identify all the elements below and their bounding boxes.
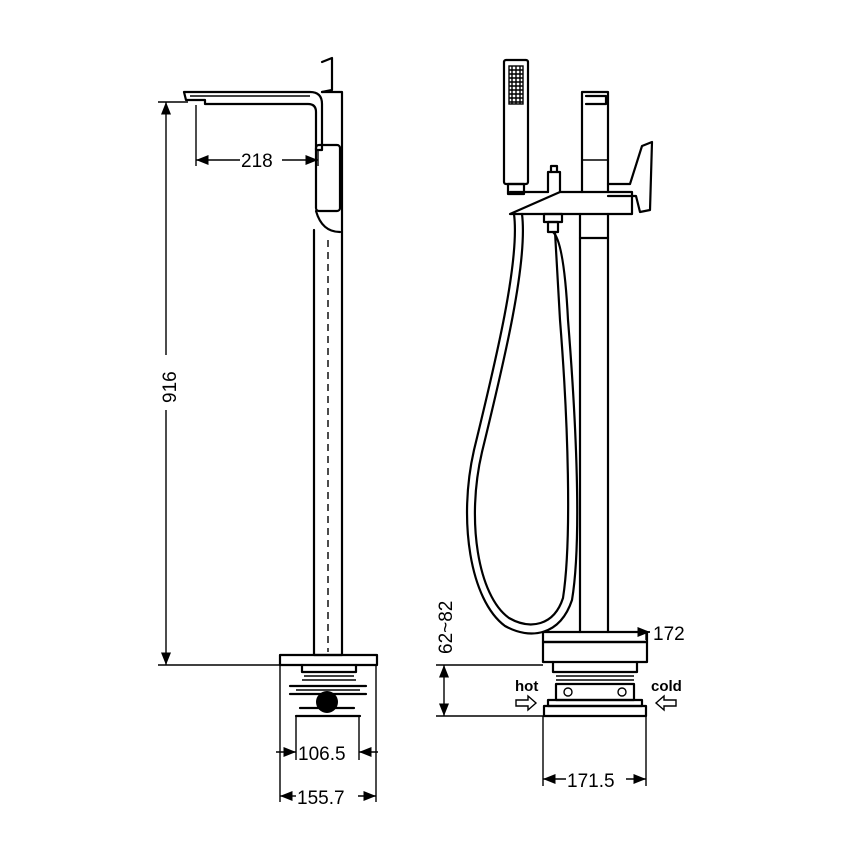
side-view: 218 916 106.5 155.7 (158, 56, 379, 809)
dim-base-outer-width: 155.7 (297, 788, 345, 809)
dim-front-base-width: 171.5 (567, 771, 615, 792)
shower-hose (465, 212, 579, 635)
dim-front-plate-width: 172 (653, 624, 685, 645)
base-plate (278, 653, 379, 667)
dim-base-height-range: 62~82 (436, 601, 457, 654)
mixer-lever (606, 140, 654, 214)
lever-handle (320, 56, 334, 94)
water-inlet (316, 691, 338, 713)
hot-label: hot (515, 678, 538, 695)
dim-total-height: 916 (160, 371, 181, 403)
arrow-right-icon (515, 694, 538, 712)
dim-base-inner-width: 106.5 (298, 744, 346, 765)
front-base-plate (541, 630, 649, 644)
cold-label: cold (651, 678, 682, 695)
spout-front (580, 90, 610, 194)
front-column (578, 212, 610, 240)
arrow-left-icon (654, 694, 677, 712)
front-view: hot cold 172 62~82 171.5 (436, 58, 685, 792)
dim-spout-reach: 218 (241, 151, 273, 172)
spout (182, 90, 324, 152)
